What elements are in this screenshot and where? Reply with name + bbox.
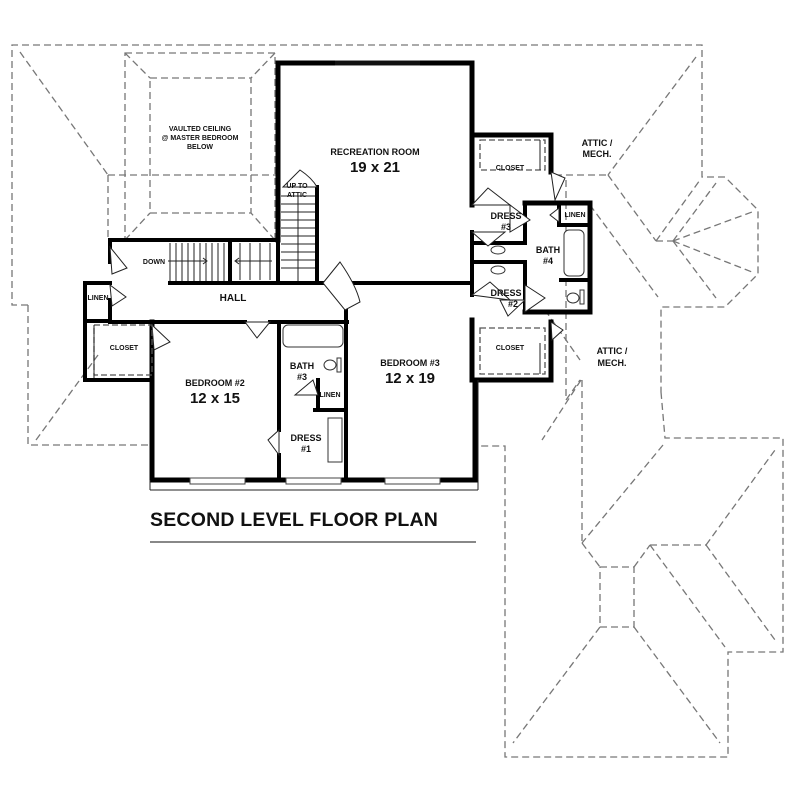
bath4-name: BATH [536,245,560,255]
attic-lower-label-1: ATTIC / [597,346,628,356]
attic-stair-label-1: UP TO [286,183,308,190]
linen-hall-label: LINEN [88,295,109,302]
vaulted-ceiling-label-2: @ MASTER BEDROOM [162,135,239,142]
dress2-number: #2 [508,299,518,309]
closet-shelves [93,139,546,378]
dress2-name: DRESS [490,288,521,298]
linen-bath4-label: LINEN [565,212,586,219]
dress3-number: #3 [501,222,511,232]
bedroom2-size: 12 x 15 [190,390,240,407]
bedroom3-name: BEDROOM #3 [380,358,440,368]
plan-title: SECOND LEVEL FLOOR PLAN [150,509,439,531]
stairs-attic [234,169,318,281]
bedroom2-name: BEDROOM #2 [185,378,245,388]
fixtures [282,229,585,463]
attic-lower-label-2: MECH. [598,358,627,368]
bath3-number: #3 [297,372,307,382]
dress3-name: DRESS [490,211,521,221]
vaulted-ceiling-label-1: VAULTED CEILING [169,126,232,133]
windows [149,380,479,491]
dress1-number: #1 [301,444,311,454]
bedroom3-size: 12 x 19 [385,370,435,387]
attic-stair-label-2: ATTIC [287,192,307,199]
dress1-name: DRESS [290,433,321,443]
labels: VAULTED CEILING @ MASTER BEDROOM BELOW R… [88,126,628,454]
doors [109,171,566,457]
vaulted-ceiling-label-3: BELOW [187,144,213,151]
recreation-room-size: 19 x 21 [350,159,400,176]
stairs-down [168,243,225,281]
attic-upper-label-1: ATTIC / [582,138,613,148]
closet-upper-right-label: CLOSET [496,165,525,172]
attic-upper-label-2: MECH. [583,149,612,159]
title-underline [150,541,476,543]
hall-label: HALL [220,293,247,304]
bath3-name: BATH [290,361,314,371]
stairs-down-label: DOWN [143,259,165,266]
bath4-number: #4 [543,256,553,266]
closet-lower-right-label: CLOSET [496,345,525,352]
recreation-room-name: RECREATION ROOM [330,147,419,157]
closet-left-label: CLOSET [110,345,139,352]
linen-bath3-label: LINEN [320,392,341,399]
roof-outline [11,44,784,758]
